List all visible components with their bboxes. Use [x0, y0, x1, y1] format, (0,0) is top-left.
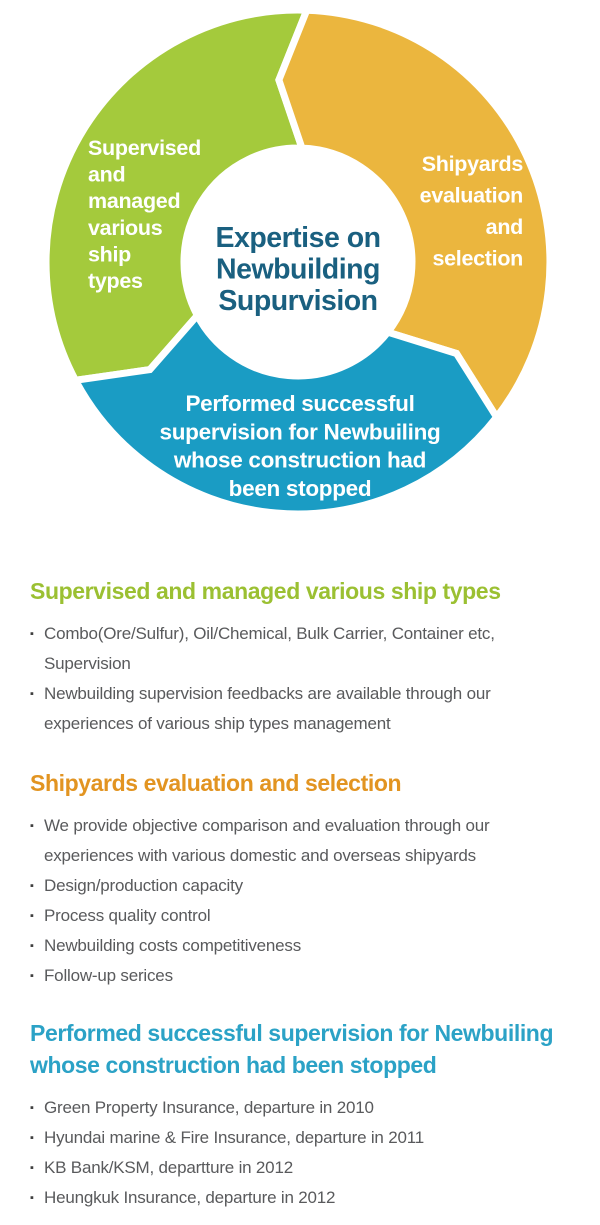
segment-green-label-line: Supervised — [88, 136, 201, 160]
segment-green-arrow — [42, 6, 312, 385]
segment-yellow-arrow — [275, 6, 554, 424]
bullet-text: We provide objective comparison and eval… — [44, 816, 490, 865]
info-section: Shipyards evaluation and selection ▪ We … — [30, 767, 575, 991]
segment-green-label-line: various — [88, 216, 163, 240]
list-item: ▪ KB Bank/KSM, departture in 2012 — [30, 1153, 575, 1183]
section-heading: Supervised and managed various ship type… — [30, 575, 575, 607]
square-bullet-icon: ▪ — [30, 1102, 34, 1114]
list-item: ▪ Heungkuk Insurance, departure in 2012 — [30, 1183, 575, 1213]
square-bullet-icon: ▪ — [30, 910, 34, 922]
bullet-list: ▪ We provide objective comparison and ev… — [30, 811, 575, 991]
bullet-text: Newbuilding costs competitiveness — [44, 936, 302, 955]
segment-yellow-label-line: selection — [432, 247, 523, 271]
section-heading-line: whose construction had been stopped — [30, 1052, 437, 1078]
square-bullet-icon: ▪ — [30, 970, 34, 982]
segment-yellow-label-line: and — [486, 215, 523, 239]
cycle-diagram: SupervisedandmanagedvariousshiptypesShip… — [42, 6, 554, 518]
square-bullet-icon: ▪ — [30, 628, 34, 640]
bullet-text: Heungkuk Insurance, departure in 2012 — [44, 1188, 336, 1207]
segment-yellow-label-line: Shipyards — [422, 152, 524, 176]
list-item: ▪ Green Property Insurance, departure in… — [30, 1093, 575, 1123]
bullet-text: Follow-up serices — [44, 966, 173, 985]
section-heading-line: Shipyards evaluation and selection — [30, 770, 402, 796]
info-section: Supervised and managed various ship type… — [30, 575, 575, 739]
segment-blue-label-line: been stopped — [229, 476, 372, 501]
square-bullet-icon: ▪ — [30, 1162, 34, 1174]
bullet-text: Design/production capacity — [44, 876, 243, 895]
segment-blue-label-line: supervision for Newbuiling — [160, 419, 441, 444]
list-item: ▪ Newbuilding costs competitiveness — [30, 931, 575, 961]
square-bullet-icon: ▪ — [30, 880, 34, 892]
segment-blue-arrow — [70, 309, 501, 518]
section-heading: Shipyards evaluation and selection — [30, 767, 575, 799]
square-bullet-icon: ▪ — [30, 940, 34, 952]
bullet-list: ▪ Combo(Ore/Sulfur), Oil/Chemical, Bulk … — [30, 619, 575, 739]
bullet-text: Combo(Ore/Sulfur), Oil/Chemical, Bulk Ca… — [44, 624, 495, 673]
section-heading-line: Supervised and managed various ship type… — [30, 578, 501, 604]
section-heading: Performed successful supervision for New… — [30, 1017, 575, 1081]
diagram-center-title-line: Expertise on — [215, 222, 380, 254]
diagram-center-title-line: Supurvision — [218, 285, 377, 317]
segment-green-label-line: ship — [88, 242, 131, 266]
bullet-text: Hyundai marine & Fire Insurance, departu… — [44, 1128, 424, 1147]
segment-blue-label-line: whose construction had — [173, 448, 426, 473]
segment-green-label-line: and — [88, 163, 125, 187]
diagram-center-title-line: Newbuilding — [216, 254, 380, 286]
bullet-text: Process quality control — [44, 906, 211, 925]
sections-area: Supervised and managed various ship type… — [0, 575, 600, 1213]
segment-green-label-line: types — [88, 269, 143, 293]
square-bullet-icon: ▪ — [30, 820, 34, 832]
section-heading-line: Performed successful supervision for New… — [30, 1020, 554, 1046]
list-item: ▪ Hyundai marine & Fire Insurance, depar… — [30, 1123, 575, 1153]
list-item: ▪ Design/production capacity — [30, 871, 575, 901]
square-bullet-icon: ▪ — [30, 1192, 34, 1204]
bullet-text: Green Property Insurance, departure in 2… — [44, 1098, 374, 1117]
square-bullet-icon: ▪ — [30, 688, 34, 700]
bullet-text: KB Bank/KSM, departture in 2012 — [44, 1158, 293, 1177]
list-item: ▪ Process quality control — [30, 901, 575, 931]
list-item: ▪ Combo(Ore/Sulfur), Oil/Chemical, Bulk … — [30, 619, 575, 679]
segment-green-label-line: managed — [88, 189, 180, 213]
segment-yellow-label-line: evaluation — [420, 184, 523, 208]
info-section: Performed successful supervision for New… — [30, 1017, 575, 1213]
list-item: ▪ Follow-up serices — [30, 961, 575, 991]
segment-blue-label-line: Performed successful — [185, 391, 414, 416]
square-bullet-icon: ▪ — [30, 1132, 34, 1144]
list-item: ▪ Newbuilding supervision feedbacks are … — [30, 679, 575, 739]
bullet-list: ▪ Green Property Insurance, departure in… — [30, 1093, 575, 1213]
bullet-text: Newbuilding supervision feedbacks are av… — [44, 684, 491, 733]
list-item: ▪ We provide objective comparison and ev… — [30, 811, 575, 871]
